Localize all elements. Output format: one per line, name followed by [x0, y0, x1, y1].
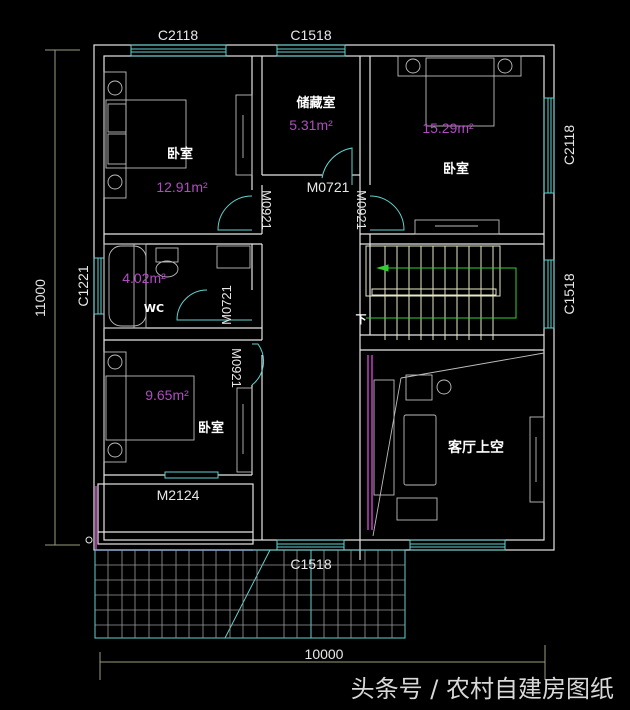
door-label-bed2: M0921 [354, 190, 369, 230]
room-area-bedroom-ne: 15.29m² [422, 120, 474, 136]
window-label-right-top: C2118 [561, 125, 577, 165]
stairs-direction-label: 下 [356, 313, 367, 326]
door-label-storage: M0721 [307, 179, 350, 195]
roof-tiles [94, 549, 406, 639]
marker-circle [85, 536, 93, 544]
room-name-living-void: 客厅上空 [447, 439, 504, 456]
room-area-bathroom: 4.02m² [122, 270, 166, 286]
room-name-bedroom-ne: 卧室 [443, 161, 469, 177]
window-label-left-bath: C1221 [75, 265, 91, 306]
door-swings [176, 147, 405, 386]
dimension-lines [45, 49, 546, 680]
room-name-bedroom-nw: 卧室 [167, 146, 193, 162]
staircase [365, 245, 517, 340]
watermark: 头条号 / 农村自建房图纸 [351, 675, 614, 703]
furniture [103, 55, 545, 537]
door-label-bed1: M0921 [259, 190, 274, 230]
window-label-top-mid: C1518 [290, 27, 331, 43]
room-name-storage: 储藏室 [295, 95, 335, 111]
window-label-bottom: C1518 [290, 556, 331, 572]
room-name-bathroom: WC [144, 302, 164, 315]
windows [93, 44, 555, 551]
door-label-bath: M0721 [219, 285, 234, 325]
room-area-bedroom-sw: 9.65m² [145, 387, 189, 403]
room-area-storage: 5.31m² [289, 117, 333, 133]
dimension-height: 11000 [32, 279, 48, 317]
dimension-width: 10000 [305, 646, 344, 662]
room-name-bedroom-sw: 卧室 [198, 420, 224, 436]
window-label-top-left: C2118 [158, 27, 198, 43]
room-area-bedroom-nw: 12.91m² [156, 179, 208, 195]
window-label-right-mid: C1518 [561, 273, 577, 314]
door-label-bed3: M0921 [229, 348, 244, 388]
door-label-balcony: M2124 [157, 487, 200, 503]
interior-walls [97, 56, 544, 560]
